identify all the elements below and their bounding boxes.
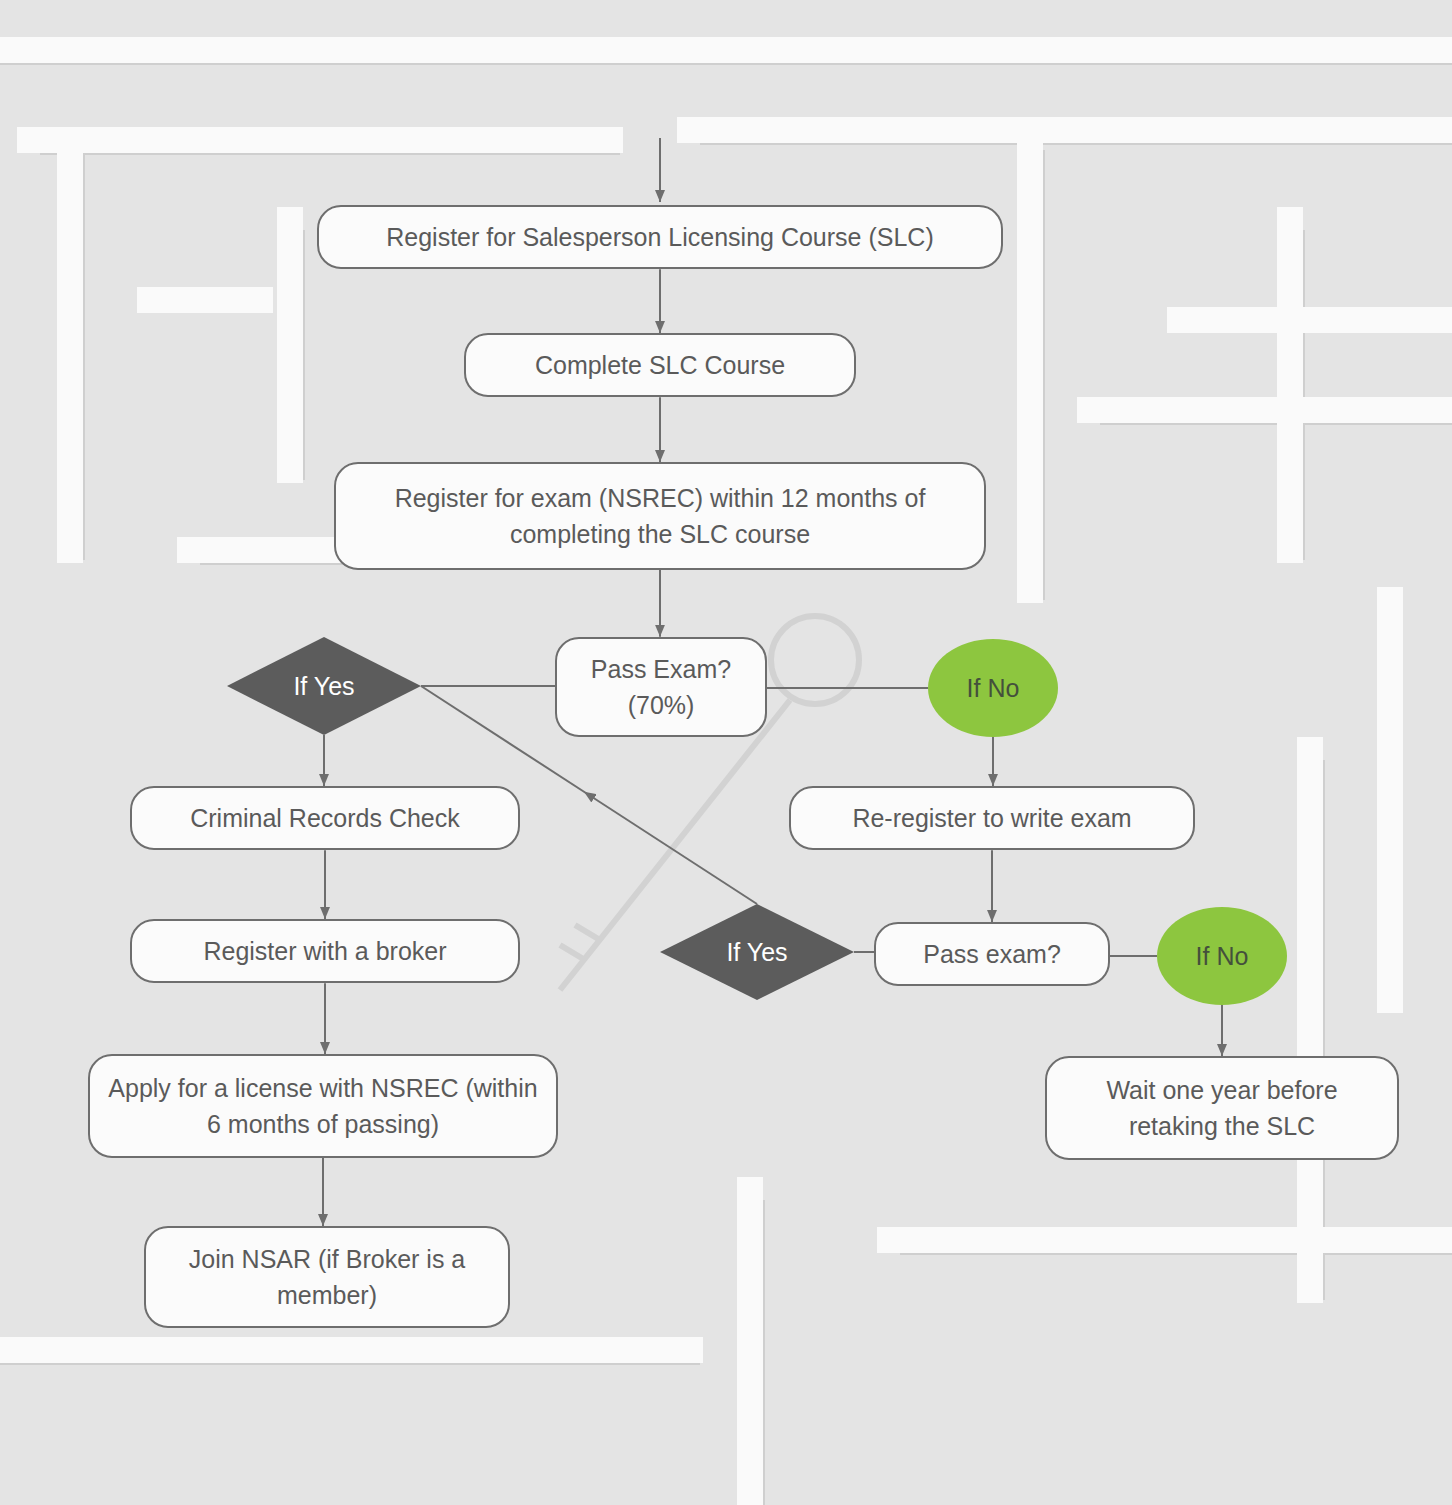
process-box: Register with a broker (130, 919, 520, 983)
process-box: Join NSAR (if Broker is a member) (144, 1226, 510, 1328)
connector-arrow (854, 951, 874, 953)
node-text: Register with a broker (203, 933, 446, 969)
connector-arrow (1221, 1005, 1223, 1056)
maze-wall (0, 50, 1452, 1505)
entry-arrow (659, 138, 661, 202)
connector-arrow (324, 983, 326, 1054)
no-ellipse: If No (928, 639, 1058, 737)
decision-diamond: If Yes (660, 904, 854, 1000)
diamond-fill (660, 904, 854, 1000)
node-text: Criminal Records Check (190, 800, 460, 836)
node-text: Wait one year before retaking the SLC (1065, 1072, 1379, 1145)
maze-walls (0, 50, 1452, 1505)
connector-arrow (324, 850, 326, 919)
maze-wall-shadow (0, 60, 1452, 1505)
decision-box: Pass Exam? (70%) (555, 637, 767, 738)
maze-wall-shadows (0, 60, 1452, 1505)
node-text: Register for Salesperson Licensing Cours… (386, 219, 933, 255)
ellipse-fill (928, 639, 1058, 737)
connector-arrow (659, 570, 661, 637)
connector-arrow (991, 850, 993, 922)
no-ellipse: If No (1157, 907, 1287, 1005)
connector-arrow (322, 1158, 324, 1226)
connector-arrow (992, 737, 994, 786)
connector-arrow (659, 269, 661, 333)
node-text: Complete SLC Course (535, 347, 785, 383)
node-text: Pass Exam? (70%) (575, 651, 747, 724)
ellipse-fill (1157, 907, 1287, 1005)
node-text: If Yes (726, 934, 787, 970)
process-box: Criminal Records Check (130, 786, 520, 850)
decision-box: Pass exam? (874, 922, 1110, 986)
connector-arrow (1110, 955, 1157, 957)
process-box: Register for exam (NSREC) within 12 mont… (334, 462, 986, 570)
connector-arrow (659, 397, 661, 462)
node-text: If Yes (293, 668, 354, 704)
process-box: Re-register to write exam (789, 786, 1195, 850)
node-text: If No (1196, 938, 1249, 974)
process-box: Register for Salesperson Licensing Cours… (317, 205, 1003, 269)
process-box: Complete SLC Course (464, 333, 856, 397)
process-box: Apply for a license with NSREC (within 6… (88, 1054, 558, 1158)
connector-arrow (767, 687, 928, 689)
decision-diamond: If Yes (227, 637, 421, 735)
node-text: Register for exam (NSREC) within 12 mont… (354, 480, 966, 553)
node-text: If No (967, 670, 1020, 706)
node-text: Apply for a license with NSREC (within 6… (108, 1070, 538, 1143)
connector-arrow (421, 685, 555, 687)
node-text: Re-register to write exam (852, 800, 1131, 836)
process-box: Wait one year before retaking the SLC (1045, 1056, 1399, 1160)
key-bow (771, 616, 859, 704)
node-text: Pass exam? (923, 936, 1061, 972)
diamond-fill (227, 637, 421, 735)
connector-arrow (323, 735, 325, 786)
node-text: Join NSAR (if Broker is a member) (164, 1241, 490, 1314)
